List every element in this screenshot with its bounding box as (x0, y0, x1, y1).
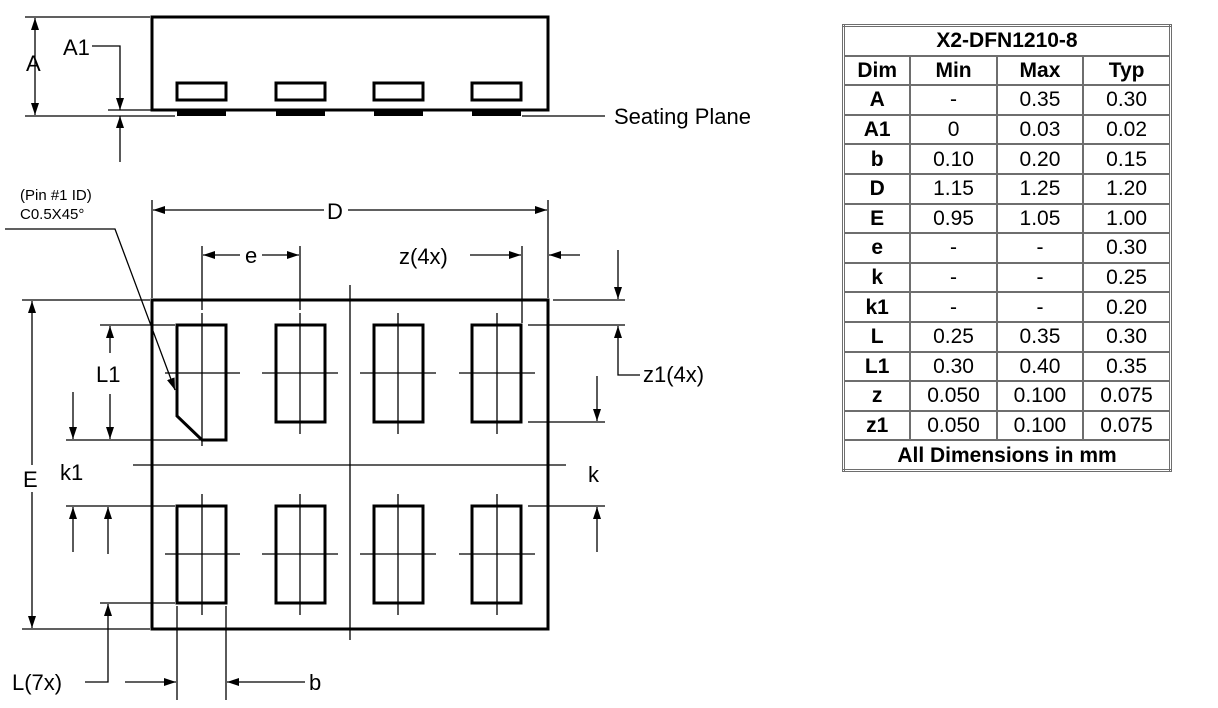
cell-dim: L1 (842, 350, 912, 383)
cell-min: 0.050 (909, 409, 998, 442)
cell-dim: e (842, 232, 912, 264)
cell-typ: 0.075 (1082, 409, 1172, 442)
cell-dim: L (842, 320, 912, 353)
cell-max: 1.05 (995, 202, 1085, 235)
table-row: k--0.25 (842, 261, 1172, 294)
label-l-7x: L(7x) (12, 670, 62, 695)
cell-dim: A (842, 84, 912, 116)
cell-max: 0.100 (995, 380, 1085, 412)
cell-typ: 0.30 (1082, 320, 1172, 353)
cell-dim: A1 (842, 113, 912, 146)
cell-typ: 0.30 (1082, 232, 1172, 264)
header-min: Min (909, 54, 998, 87)
cell-max: 0.100 (995, 409, 1085, 442)
cell-max: 0.03 (995, 113, 1085, 146)
label-k: k (588, 462, 600, 487)
cell-min: - (909, 291, 998, 323)
package-body-side (150, 15, 550, 112)
cell-dim: z1 (842, 409, 912, 442)
cell-max: 0.40 (995, 350, 1085, 383)
label-b: b (309, 670, 321, 695)
cell-max: 1.25 (995, 172, 1085, 205)
label-pin1-chamfer: C0.5X45° (20, 206, 84, 223)
cell-dim: E (842, 202, 912, 235)
side-view (25, 15, 605, 162)
label-seating-plane: Seating Plane (614, 104, 751, 129)
cell-min: 0 (909, 113, 998, 146)
label-z1-4x: z1(4x) (643, 362, 704, 387)
table-header-row: Dim Min Max Typ (842, 54, 1172, 87)
label-a: A (26, 51, 41, 76)
cell-max: - (995, 232, 1085, 264)
cell-max: 0.20 (995, 143, 1085, 175)
cell-typ: 1.00 (1082, 202, 1172, 235)
table-row: k1--0.20 (842, 291, 1172, 323)
cell-typ: 0.20 (1082, 291, 1172, 323)
header-dim: Dim (842, 54, 912, 87)
cell-min: 1.15 (909, 172, 998, 205)
cell-max: - (995, 261, 1085, 294)
cell-typ: 0.02 (1082, 113, 1172, 146)
cell-min: - (909, 84, 998, 116)
label-k1: k1 (60, 460, 83, 485)
cell-max: 0.35 (995, 84, 1085, 116)
cell-typ: 0.15 (1082, 143, 1172, 175)
cell-min: 0.25 (909, 320, 998, 353)
cell-typ: 0.075 (1082, 380, 1172, 412)
cell-dim: b (842, 143, 912, 175)
cell-min: 0.95 (909, 202, 998, 235)
cell-dim: D (842, 172, 912, 205)
cell-typ: 0.35 (1082, 350, 1172, 383)
label-z-4x: z(4x) (399, 244, 448, 269)
cell-dim: z (842, 380, 912, 412)
cell-dim: k (842, 261, 912, 294)
label-d: D (327, 199, 343, 224)
table-title: X2-DFN1210-8 (842, 24, 1172, 57)
cell-min: - (909, 261, 998, 294)
label-e-height: E (23, 467, 38, 492)
label-pin1-id: (Pin #1 ID) (20, 187, 92, 204)
cell-max: - (995, 291, 1085, 323)
pads-top-row (175, 323, 523, 442)
cell-typ: 0.30 (1082, 84, 1172, 116)
table-row: e--0.30 (842, 232, 1172, 264)
pad-centerlines (165, 313, 535, 615)
cell-min: 0.050 (909, 380, 998, 412)
label-e-pitch: e (245, 243, 257, 268)
cell-typ: 0.25 (1082, 261, 1172, 294)
pin1-leader (5, 228, 176, 391)
header-typ: Typ (1082, 54, 1172, 87)
table-footer: All Dimensions in mm (842, 439, 1172, 472)
header-max: Max (995, 54, 1085, 87)
label-a1: A1 (63, 35, 90, 60)
cell-dim: k1 (842, 291, 912, 323)
cell-min: - (909, 232, 998, 264)
cell-typ: 1.20 (1082, 172, 1172, 205)
side-leads (175, 81, 523, 102)
side-lead-feet (177, 110, 521, 116)
cell-min: 0.30 (909, 350, 998, 383)
label-l1: L1 (96, 362, 120, 387)
cell-min: 0.10 (909, 143, 998, 175)
bottom-view (5, 200, 640, 700)
pin1-pad (175, 323, 228, 442)
cell-max: 0.35 (995, 320, 1085, 353)
dim-a1-leader (92, 45, 124, 110)
